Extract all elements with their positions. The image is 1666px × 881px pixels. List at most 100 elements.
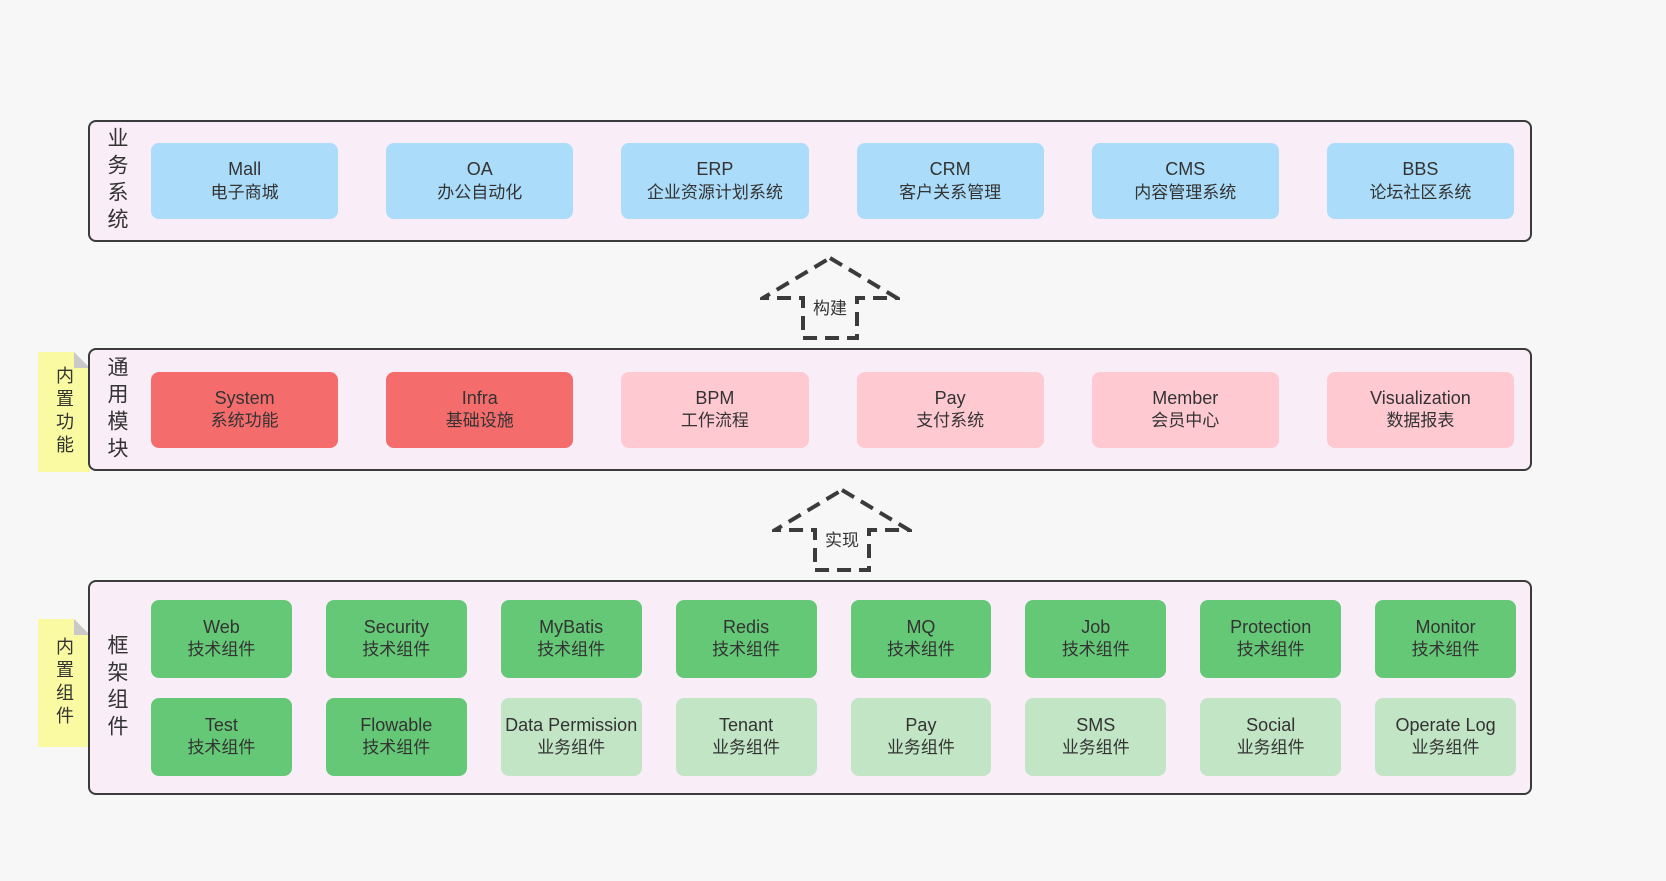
- box-title: Monitor: [1415, 616, 1476, 637]
- sticky-note-built-in-features: 内置功能: [38, 352, 90, 472]
- arrow-build: 构建: [760, 255, 900, 341]
- component-box-redis: Redis 技术组件: [675, 599, 817, 678]
- component-box-security: Security 技术组件: [325, 599, 467, 678]
- module-box-pay: Pay 支付系统: [856, 371, 1044, 448]
- box-subtitle: 论坛社区系统: [1369, 182, 1472, 202]
- box-subtitle: 技术组件: [362, 738, 431, 758]
- sticky-note-built-in-components-label: 内置组件: [54, 637, 74, 729]
- component-box-job: Job 技术组件: [1025, 599, 1167, 678]
- box-subtitle: 业务组件: [1236, 738, 1305, 758]
- layer-label-framework-components: 框架组件: [105, 633, 128, 742]
- box-title: Infra: [461, 387, 498, 408]
- component-box-social: Social 业务组件: [1200, 697, 1342, 776]
- box-subtitle: 工作流程: [680, 411, 749, 431]
- arrow-build-label: 构建: [810, 293, 850, 320]
- box-title: BBS: [1402, 159, 1439, 180]
- box-subtitle: 电子商城: [210, 182, 279, 202]
- box-title: Redis: [723, 616, 770, 637]
- box-title: SMS: [1076, 714, 1116, 735]
- box-title: Protection: [1230, 616, 1312, 637]
- component-box-operate-log: Operate Log 业务组件: [1375, 697, 1516, 776]
- component-box-pay: Pay 业务组件: [850, 697, 992, 776]
- arrow-implement-label: 实现: [822, 525, 862, 552]
- component-box-test: Test 技术组件: [151, 697, 292, 776]
- component-box-tenant: Tenant 业务组件: [675, 697, 817, 776]
- box-subtitle: 办公自动化: [437, 182, 523, 202]
- box-title: Member: [1152, 387, 1219, 408]
- box-subtitle: 技术组件: [712, 640, 781, 660]
- box-title: Data Permission: [505, 714, 638, 735]
- box-subtitle: 业务组件: [1061, 738, 1130, 758]
- box-subtitle: 技术组件: [537, 640, 606, 660]
- box-subtitle: 客户关系管理: [899, 182, 1002, 202]
- box-subtitle: 技术组件: [1411, 640, 1480, 660]
- box-subtitle: 业务组件: [886, 738, 955, 758]
- sticky-note-built-in-components: 内置组件: [38, 619, 90, 747]
- component-box-monitor: Monitor 技术组件: [1375, 599, 1516, 678]
- box-subtitle: 内容管理系统: [1134, 182, 1237, 202]
- box-subtitle: 业务组件: [712, 738, 781, 758]
- box-subtitle: 业务组件: [1411, 738, 1480, 758]
- box-title: Tenant: [719, 714, 774, 735]
- box-title: Operate Log: [1395, 714, 1496, 735]
- box-title: Mall: [228, 159, 262, 180]
- component-box-protection: Protection 技术组件: [1200, 599, 1342, 678]
- box-title: ERP: [696, 159, 734, 180]
- box-title: Test: [204, 714, 238, 735]
- box-subtitle: 技术组件: [1236, 640, 1305, 660]
- box-subtitle: 技术组件: [187, 738, 256, 758]
- box-title: Job: [1081, 616, 1111, 637]
- box-title: System: [214, 387, 275, 408]
- box-title: CMS: [1165, 159, 1206, 180]
- dashed-up-arrow-icon: [760, 255, 900, 340]
- sticky-note-built-in-features-label: 内置功能: [54, 366, 74, 458]
- component-box-web: Web 技术组件: [151, 599, 292, 678]
- box-title: OA: [466, 159, 493, 180]
- box-subtitle: 技术组件: [1061, 640, 1130, 660]
- box-subtitle: 业务组件: [537, 738, 606, 758]
- box-subtitle: 数据报表: [1386, 411, 1455, 431]
- box-title: Pay: [934, 387, 966, 408]
- module-box-visualization: Visualization 数据报表: [1326, 371, 1515, 448]
- box-subtitle: 基础设施: [445, 411, 514, 431]
- component-box-data-permission: Data Permission 业务组件: [500, 697, 642, 776]
- box-title: Flowable: [360, 714, 433, 735]
- box-subtitle: 会员中心: [1151, 411, 1220, 431]
- module-box-member: Member 会员中心: [1091, 371, 1279, 448]
- box-subtitle: 技术组件: [362, 640, 431, 660]
- box-subtitle: 支付系统: [916, 411, 985, 431]
- box-title: Visualization: [1370, 387, 1471, 408]
- component-box-mq: MQ 技术组件: [850, 599, 992, 678]
- box-subtitle: 企业资源计划系统: [646, 182, 783, 202]
- box-title: Social: [1246, 714, 1296, 735]
- box-title: MQ: [906, 616, 936, 637]
- component-box-sms: SMS 业务组件: [1025, 697, 1167, 776]
- arrow-implement: 实现: [772, 487, 912, 573]
- box-subtitle: 技术组件: [187, 640, 256, 660]
- layer-label-common-modules: 通用模块: [105, 355, 128, 464]
- layer-label-business-systems: 业务系统: [105, 127, 128, 235]
- box-title: Security: [363, 616, 429, 637]
- box-title: Pay: [905, 714, 937, 735]
- box-subtitle: 技术组件: [886, 640, 955, 660]
- module-box-infra: Infra 基础设施: [386, 371, 574, 448]
- box-title: Web: [203, 616, 240, 637]
